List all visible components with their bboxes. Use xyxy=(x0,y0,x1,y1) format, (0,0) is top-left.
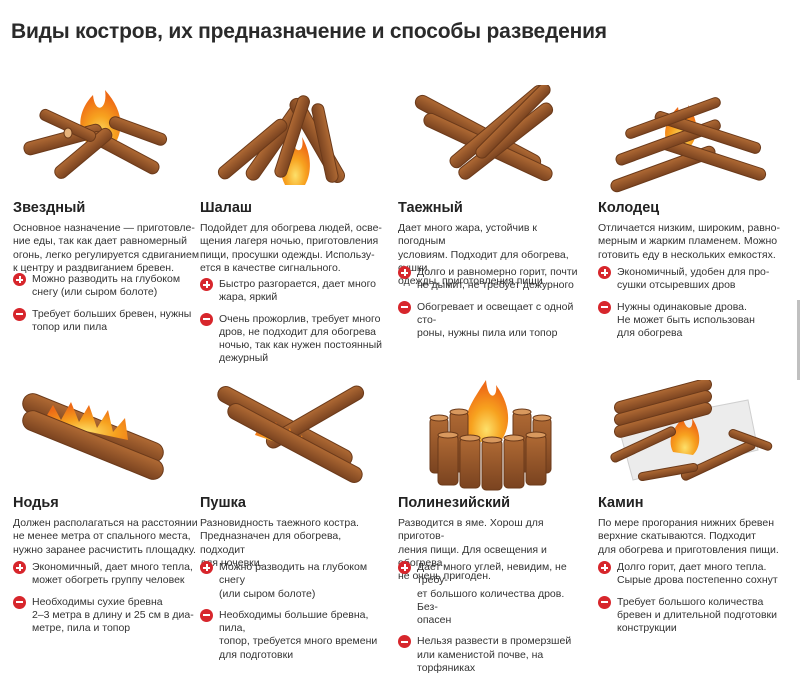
con-item: Требует больших бревен, нужны топор или … xyxy=(13,307,201,335)
pro-item: Быстро разгорается, дает много жара, ярк… xyxy=(200,278,388,305)
page-title: Виды костров, их предназначение и способ… xyxy=(11,20,607,43)
plus-icon xyxy=(598,561,611,574)
con-item: Обогревает и освещает с одной сто- роны,… xyxy=(398,300,586,341)
pro-item: Экономичный, удобен для про- сушки отсыр… xyxy=(598,266,786,293)
nodya-fire-illustration xyxy=(22,393,164,480)
minus-icon xyxy=(598,300,611,314)
pro-item: Можно разводить на глубоком снегу (или с… xyxy=(200,561,388,601)
plus-icon xyxy=(398,266,411,279)
plus-icon xyxy=(200,278,213,291)
plus-icon xyxy=(598,266,611,279)
card-description: Должен располагаться на расстоянии не ме… xyxy=(13,517,198,556)
plus-icon xyxy=(13,273,26,286)
card-title: Пушка xyxy=(200,495,246,511)
minus-icon xyxy=(398,300,411,314)
fireplace-fire-illustration xyxy=(610,380,773,482)
pros-cons-list: Быстро разгорается, дает много жара, ярк… xyxy=(200,278,388,366)
star-fire-illustration xyxy=(23,90,168,179)
minus-icon xyxy=(200,608,213,622)
pros-cons-list: Экономичный, дает много тепла, может обо… xyxy=(13,561,201,635)
pro-item: Долго и равномерно горит, почти не дымит… xyxy=(398,266,586,293)
polynesian-fire-illustration xyxy=(429,380,552,491)
fire-card-hut: Шалаш Подойдет для обогрева людей, осве-… xyxy=(200,85,388,385)
hut-fire-illustration xyxy=(217,95,345,185)
minus-icon xyxy=(13,595,26,609)
pros-cons-list: Можно разводить на глубоком снегу (или с… xyxy=(13,273,201,334)
con-item: Необходимы большие бревна, пила, топор, … xyxy=(200,608,388,662)
minus-icon xyxy=(398,635,411,649)
card-description: Основное назначение — приготовле- ние ед… xyxy=(13,222,200,274)
pros-cons-list: Долго горит, дает много тепла. Сырые дро… xyxy=(598,561,786,635)
card-description: Разновидность таежного костра. Предназна… xyxy=(200,517,359,569)
con-item: Нужны одинаковые дрова. Не может быть ис… xyxy=(598,300,786,341)
card-title: Полинезийский xyxy=(398,495,511,511)
card-description: Разводится в яме. Хорош для приготов- ле… xyxy=(398,517,547,583)
minus-icon xyxy=(200,312,213,326)
con-item: Требует большого количества бревен и дли… xyxy=(598,595,786,636)
well-fire-illustration xyxy=(610,97,767,193)
pro-item: Дает много углей, невидим, не требу- ет … xyxy=(398,561,586,627)
pro-item: Можно разводить на глубоком снегу (или с… xyxy=(13,273,201,300)
card-title: Нодья xyxy=(13,495,59,511)
card-title: Колодец xyxy=(598,200,660,216)
fire-card-taiga: Таежный Дает много жара, устойчив к пого… xyxy=(398,85,586,385)
card-description: Дает много жара, устойчив к погодным усл… xyxy=(398,222,569,288)
plus-icon xyxy=(200,561,213,574)
con-item: Нельзя развести в промерзшей или каменис… xyxy=(398,635,586,675)
pro-item: Долго горит, дает много тепла. Сырые дро… xyxy=(598,561,786,588)
taiga-fire-illustration xyxy=(414,85,554,182)
fire-card-cannon: Пушка Разновидность таежного костра. Пре… xyxy=(200,380,388,680)
fire-card-fireplace: Камин По мере прогорания нижних бревен в… xyxy=(598,380,786,680)
card-description: Подойдет для обогрева людей, осве- щения… xyxy=(200,222,382,274)
plus-icon xyxy=(13,561,26,574)
con-item: Необходимы сухие бревна 2–3 метра в длин… xyxy=(13,595,201,636)
cannon-fire-illustration xyxy=(217,385,365,483)
plus-icon xyxy=(398,561,411,574)
card-description: Отличается низким, широким, равно- мерны… xyxy=(598,222,780,261)
con-item: Очень прожорлив, требует много дров, не … xyxy=(200,312,388,366)
card-title: Шалаш xyxy=(200,200,252,216)
card-title: Камин xyxy=(598,495,644,511)
minus-icon xyxy=(598,595,611,609)
fire-card-nodya: Нодья Должен располагаться на расстоянии… xyxy=(13,380,201,680)
pros-cons-list: Дает много углей, невидим, не требу- ет … xyxy=(398,561,586,675)
pros-cons-list: Долго и равномерно горит, почти не дымит… xyxy=(398,266,586,340)
pro-item: Экономичный, дает много тепла, может обо… xyxy=(13,561,201,588)
scroll-edge xyxy=(797,300,800,380)
fire-card-star: Звездный Основное назначение — приготовл… xyxy=(13,85,201,385)
fire-card-well: Колодец Отличается низким, широким, равн… xyxy=(598,85,786,385)
card-title: Звездный xyxy=(13,200,86,216)
pros-cons-list: Можно разводить на глубоком снегу (или с… xyxy=(200,561,388,662)
card-title: Таежный xyxy=(398,200,463,216)
card-description: По мере прогорания нижних бревен верхние… xyxy=(598,517,779,556)
pros-cons-list: Экономичный, удобен для про- сушки отсыр… xyxy=(598,266,786,340)
fire-card-polynesian: Полинезийский Разводится в яме. Хорош дл… xyxy=(398,380,586,680)
minus-icon xyxy=(13,307,26,321)
